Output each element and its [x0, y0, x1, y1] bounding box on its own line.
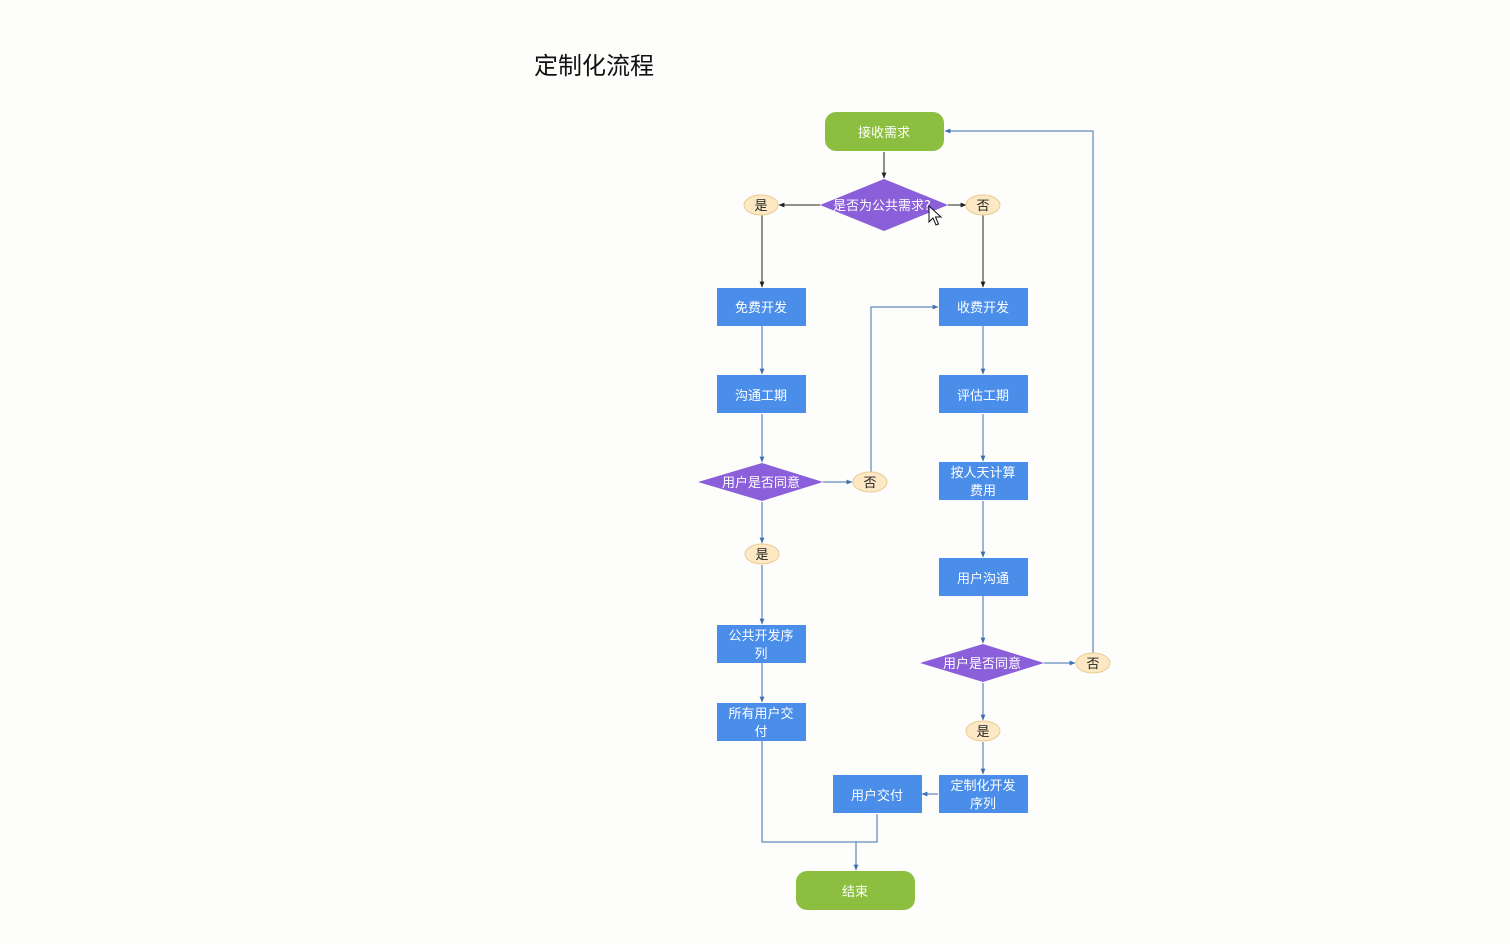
- process-free-dev[interactable]: 免费开发: [717, 288, 806, 326]
- node-label-line-1: 公共开发序: [728, 628, 793, 644]
- process-shape: [717, 625, 806, 663]
- node-label-line-1: 定制化开发: [950, 778, 1015, 794]
- decision-public-request[interactable]: 是否为公共需求?: [820, 179, 948, 231]
- node-label-line-2: 序列: [970, 797, 996, 812]
- node-label-line-2: 付: [754, 725, 767, 740]
- label-text: 是: [976, 725, 989, 740]
- label-no-right: 否: [1075, 652, 1111, 674]
- node-label-line-2: 费用: [970, 484, 996, 499]
- process-shape: [939, 288, 1028, 326]
- node-label: 收费开发: [957, 300, 1009, 316]
- label-shape: [852, 471, 888, 493]
- edge-no-left-to-paid-dev: [870, 304, 939, 472]
- label-text: 否: [976, 199, 989, 214]
- decision-shape: [698, 463, 823, 501]
- process-estimate[interactable]: 评估工期: [939, 375, 1028, 413]
- terminal-shape: [796, 871, 915, 910]
- label-shape: [744, 543, 780, 565]
- decision-shape: [920, 644, 1044, 682]
- node-label: 用户交付: [851, 788, 903, 804]
- label-yes-top: 是: [743, 194, 779, 216]
- edge-deliver-all-to-end: [761, 741, 859, 871]
- node-label: 用户是否同意: [943, 656, 1021, 672]
- process-public-queue[interactable]: 公共开发序 列: [717, 625, 806, 663]
- decision-shape: [820, 179, 948, 231]
- label-no-top: 否: [965, 194, 1001, 216]
- process-shape: [717, 703, 806, 741]
- connectors: [759, 128, 1094, 871]
- process-shape: [717, 375, 806, 413]
- label-shape: [743, 194, 779, 216]
- node-label: 是否为公共需求?: [833, 199, 931, 214]
- page-title: 定制化流程: [534, 52, 654, 80]
- label-yes-right: 是: [965, 720, 1001, 742]
- label-no-left: 否: [852, 471, 888, 493]
- node-label: 免费开发: [735, 300, 787, 316]
- process-shape: [939, 775, 1028, 813]
- node-end[interactable]: 结束: [796, 871, 915, 910]
- node-label: 沟通工期: [735, 389, 787, 404]
- edge-user-deliver-to-end: [856, 814, 878, 843]
- process-shape: [939, 558, 1028, 596]
- label-shape: [965, 720, 1001, 742]
- decision-agree-right[interactable]: 用户是否同意: [920, 644, 1044, 682]
- process-user-comm[interactable]: 用户沟通: [939, 558, 1028, 596]
- process-user-deliver[interactable]: 用户交付: [833, 775, 922, 813]
- label-text: 否: [1086, 657, 1099, 672]
- process-shape: [939, 462, 1028, 500]
- node-label-line-1: 所有用户交: [728, 706, 793, 722]
- node-label: 用户沟通: [957, 571, 1009, 587]
- label-yes-left: 是: [744, 543, 780, 565]
- mouse-cursor-icon: [928, 204, 943, 226]
- process-custom-queue[interactable]: 定制化开发 序列: [939, 775, 1028, 813]
- edge-no-right-to-start: [944, 128, 1094, 653]
- decision-agree-left[interactable]: 用户是否同意: [698, 463, 823, 501]
- process-comm-period[interactable]: 沟通工期: [717, 375, 806, 413]
- process-paid-dev[interactable]: 收费开发: [939, 288, 1028, 326]
- label-text: 是: [754, 199, 767, 214]
- label-text: 是: [755, 548, 768, 563]
- process-all-users-deliver[interactable]: 所有用户交 付: [717, 703, 806, 741]
- label-shape: [1075, 652, 1111, 674]
- process-cost[interactable]: 按人天计算 费用: [939, 462, 1028, 500]
- process-shape: [717, 288, 806, 326]
- node-label-line-2: 列: [754, 647, 767, 662]
- process-shape: [939, 375, 1028, 413]
- node-label: 接收需求: [858, 125, 910, 141]
- node-label-line-1: 按人天计算: [950, 466, 1015, 481]
- node-label: 评估工期: [957, 389, 1009, 404]
- node-label: 用户是否同意: [722, 475, 800, 491]
- label-text: 否: [863, 476, 876, 491]
- terminal-shape: [825, 112, 944, 151]
- label-shape: [965, 194, 1001, 216]
- process-shape: [833, 775, 922, 813]
- node-label: 结束: [842, 885, 868, 900]
- node-start[interactable]: 接收需求: [825, 112, 944, 151]
